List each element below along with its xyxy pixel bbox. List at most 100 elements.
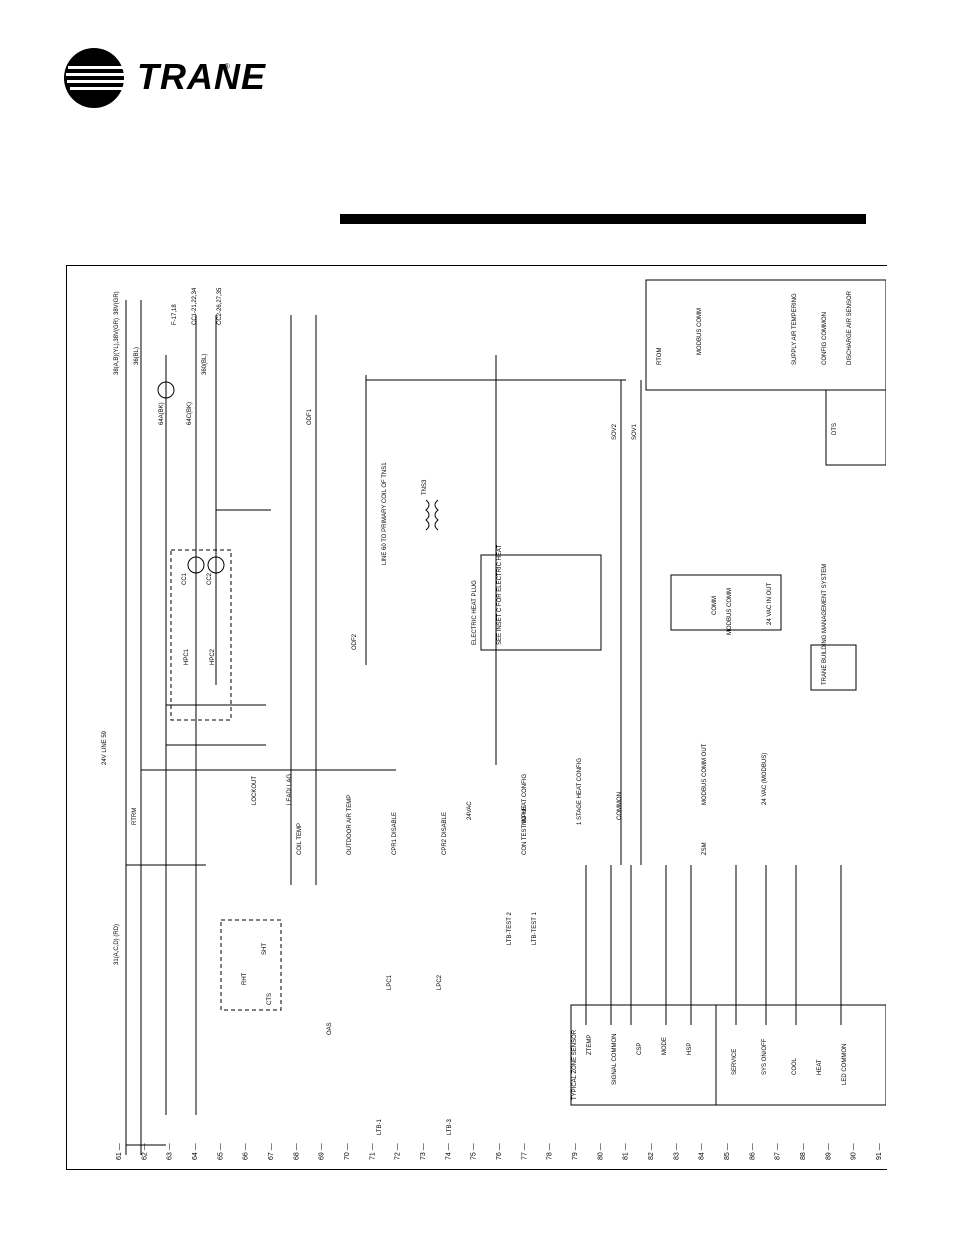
label-oas: OAS — [327, 1022, 333, 1035]
label-cc1: CC1 — [182, 572, 188, 585]
row-number: 87 — — [775, 1143, 782, 1160]
label-hpc1: HPC1 — [184, 648, 190, 665]
wire-64: 64A(BK) — [159, 402, 165, 425]
row-number: 70 — — [344, 1143, 351, 1160]
label-cc2: CC2 — [207, 572, 213, 585]
row-number: 66 — — [243, 1143, 250, 1160]
label-cool: COOL — [792, 1057, 798, 1075]
diagram-frame — [66, 265, 887, 1170]
label-cc2ref: CC2-26,27,35 — [217, 287, 223, 325]
row-number: 90 — — [851, 1143, 858, 1160]
brand-reg: ® — [224, 62, 230, 71]
label-in24: 24 VAC IN OUT — [767, 582, 773, 625]
row-number: 85 — — [724, 1143, 731, 1160]
rtrm: RTRM — [132, 808, 138, 825]
row-number: 82 — — [648, 1143, 655, 1160]
header-rule — [340, 214, 866, 224]
wire-36: 36(BL) — [134, 347, 140, 365]
label-lpc2: LPC2 — [437, 974, 443, 990]
label-mode: MODE — [662, 1037, 668, 1055]
row-number: 63 — — [167, 1143, 174, 1160]
label-hsp: HSP — [687, 1043, 693, 1055]
label-modbusci: MODBUS COMM OUT — [702, 743, 708, 805]
label-ltb3: LTB-3 — [447, 1118, 453, 1135]
label-conttest: CON TEST INPUT — [522, 805, 528, 855]
label-supplyair: SUPPLY AIR TEMPERING — [792, 293, 798, 365]
line-59: 24V LINE 59 — [102, 730, 108, 765]
label-dts: DTS — [832, 423, 838, 435]
label-f: F-17,18 — [172, 304, 178, 325]
label-24vac: 24VAC — [467, 801, 473, 820]
label-dischair: DISCHARGE AIR SENSOR — [847, 290, 853, 365]
label-rht: RHT — [242, 972, 248, 985]
label-coil: COIL TEMP — [297, 823, 303, 855]
label-ehp: ELECTRIC HEAT PLUG — [472, 580, 478, 645]
label-inset: SEE INSET C FOR ELECTRIC HEAT — [497, 545, 503, 645]
row-number: 91 — — [876, 1143, 883, 1160]
label-comm: COMM — [712, 596, 718, 615]
label-tns3: TNS3 — [422, 479, 428, 495]
row-number: 83 — — [673, 1143, 680, 1160]
schematic-labels: 31(A,C,D) (RD) 38(A,B)(YL),38V(GR) 38V(G… — [102, 287, 853, 1135]
label-linev: LINE 60 TO PRIMARY COIL OF TNS1 — [382, 462, 388, 565]
label-hpc2: HPC2 — [210, 648, 216, 665]
label-cts: CTS — [267, 993, 273, 1005]
label-sht: SHT — [262, 943, 268, 955]
label-lockout: LOCKOUT — [252, 776, 258, 805]
row-number: 71 — — [369, 1143, 376, 1160]
label-stage: 1 STAGE HEAT CONFIG — [577, 758, 583, 825]
label-vac24mb: 24 VAC (MODBUS) — [762, 753, 768, 805]
row-number: 69 — — [319, 1143, 326, 1160]
row-numbers: 61 —62 —63 —64 —65 —66 —67 —68 —69 —70 —… — [116, 1143, 883, 1160]
label-rtom: RTOM — [657, 348, 663, 365]
label-cpr1: CPR1 DISABLE — [392, 812, 398, 855]
label-zsm: ZSM — [702, 842, 708, 855]
label-odf1: ODF1 — [307, 408, 313, 425]
label-csp: CSP — [637, 1043, 643, 1055]
label-sigcom: SIGNAL COMMON — [612, 1034, 618, 1085]
wire-38: 38(A,B)(YL),38V(GR) — [114, 318, 120, 375]
row-number: 68 — — [293, 1143, 300, 1160]
label-sov1: SOV1 — [632, 423, 638, 440]
label-ltb1: LTB-1 — [377, 1118, 383, 1135]
row-number: 84 — — [699, 1143, 706, 1160]
trane-logo — [64, 48, 134, 108]
row-number: 77 — — [521, 1143, 528, 1160]
row-number: 79 — — [572, 1143, 579, 1160]
row-number: 61 — — [116, 1143, 123, 1160]
label-leadlag: LEAD/ LAG — [287, 774, 293, 805]
label-ledcom: LED COMMON — [842, 1044, 848, 1085]
wire-31: 31(A,C,D) (RD) — [114, 924, 120, 965]
row-number: 88 — — [800, 1143, 807, 1160]
label-bms: TRANE BUILDING MANAGEMENT SYSTEM — [822, 564, 828, 685]
label-modbusc: MODBUS COMM — [697, 308, 703, 355]
label-tzs: TYPICAL ZONE SENSOR — [572, 1029, 578, 1100]
label-cpr2: CPR2 DISABLE — [442, 812, 448, 855]
row-number: 65 — — [217, 1143, 224, 1160]
brand-name: TRANE — [137, 56, 266, 97]
row-number: 81 — — [623, 1143, 630, 1160]
label-service: SERVICE — [732, 1049, 738, 1075]
label-common: COMMON — [617, 792, 623, 820]
label-odf2: ODF2 — [352, 633, 358, 650]
row-number: 67 — — [268, 1143, 275, 1160]
wire-gr: 38V(GR) — [114, 291, 120, 315]
label-oat: OUTDOOR AIR TEMP — [347, 795, 353, 855]
label-ltbtest1: LTB-TEST 1 — [532, 912, 538, 945]
row-number: 78 — — [547, 1143, 554, 1160]
label-lpc1: LPC1 — [387, 974, 393, 990]
row-number: 73 — — [420, 1143, 427, 1160]
wire-360: 360(BL) — [202, 354, 208, 375]
wiring-lines — [125, 279, 886, 1155]
label-cc1ref: CC1-21,22,34 — [192, 287, 198, 325]
label-config: CONFIG COMMON — [822, 312, 828, 365]
row-number: 89 — — [825, 1143, 832, 1160]
wiring-schematic: 61 —62 —63 —64 —65 —66 —67 —68 —69 —70 —… — [102, 279, 886, 1160]
row-number: 86 — — [749, 1143, 756, 1160]
label-ltbtest2: LTB-TEST 2 — [507, 912, 513, 945]
label-modbus: MODBUS COMM — [727, 588, 733, 635]
row-number: 72 — — [395, 1143, 402, 1160]
row-number: 80 — — [597, 1143, 604, 1160]
label-sysonoff: SYS ON/OFF — [762, 1038, 768, 1075]
label-sov2: SOV2 — [612, 423, 618, 440]
